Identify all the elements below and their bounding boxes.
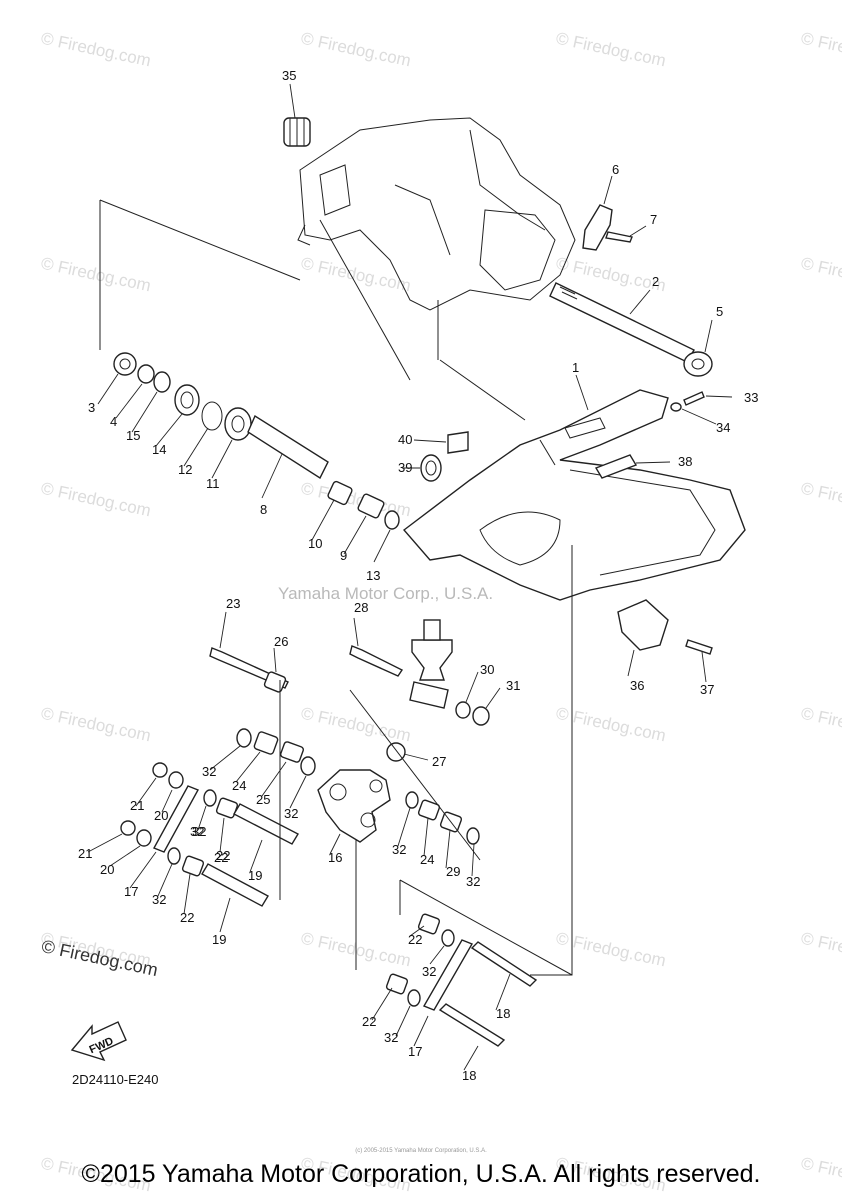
callout-number: 18 — [496, 1006, 510, 1021]
callout-number: 12 — [178, 462, 192, 477]
callout-number: 32 — [190, 824, 204, 839]
leader-lines — [87, 83, 733, 1071]
part-31-nut — [472, 706, 490, 726]
part-30-washer — [455, 701, 471, 719]
callout-number: 20 — [154, 808, 168, 823]
callout-number: 21 — [130, 798, 144, 813]
callout-number: 25 — [256, 792, 270, 807]
callout-number: 32 — [152, 892, 166, 907]
callout-number: 22 — [180, 910, 194, 925]
callout-number: 29 — [446, 864, 460, 879]
callout-number: 17 — [124, 884, 138, 899]
part-38-pad — [594, 454, 638, 479]
linkage-right-parts — [405, 791, 480, 845]
guide-lines — [99, 199, 573, 976]
part-6-bracket — [582, 204, 613, 251]
callout-number: 22 — [214, 850, 228, 865]
callout-number: 18 — [462, 1068, 476, 1083]
frame-outline — [297, 117, 576, 311]
part-33-bolt — [683, 391, 705, 406]
callout-number: 16 — [328, 850, 342, 865]
center-watermark: Yamaha Motor Corp., U.S.A. — [278, 584, 494, 603]
callout-number: 24 — [232, 778, 246, 793]
callout-number: 33 — [744, 390, 758, 405]
part-28-bolt — [349, 645, 404, 677]
callout-number: 37 — [700, 682, 714, 697]
callout-number: 13 — [366, 568, 380, 583]
callout-number: 27 — [432, 754, 446, 769]
callout-number: 26 — [274, 634, 288, 649]
callout-number: 32 — [192, 824, 206, 839]
callout-number: 32 — [392, 842, 406, 857]
callout-number: 7 — [650, 212, 657, 227]
linkage-left-parts — [120, 762, 299, 907]
callout-number: 3 — [88, 400, 95, 415]
callout-number: 36 — [630, 678, 644, 693]
part-40-label — [447, 431, 469, 454]
part-2-pivot-shaft — [549, 282, 695, 363]
callout-number: 39 — [398, 460, 412, 475]
part-7-bolt — [605, 231, 633, 243]
part-1-swingarm — [402, 389, 746, 601]
callout-number: 2 — [652, 274, 659, 289]
callout-number: 10 — [308, 536, 322, 551]
fwd-arrow-icon: FWD — [70, 1021, 127, 1062]
callout-number: 23 — [226, 596, 240, 611]
callout-number: 20 — [100, 862, 114, 877]
callout-number: 19 — [248, 868, 262, 883]
tiny-print: (c) 2005-2015 Yamaha Motor Corporation, … — [355, 1148, 487, 1154]
linkage-upper-parts — [236, 728, 316, 776]
part-37-screw — [685, 639, 713, 655]
callout-labels: 1234567891011121314151617171818191920202… — [78, 68, 758, 1083]
callout-number: 11 — [206, 476, 220, 491]
callout-number: 32 — [466, 874, 480, 889]
callout-number: 38 — [678, 454, 692, 469]
callout-number: 28 — [354, 600, 368, 615]
callout-number: 4 — [110, 414, 117, 429]
callout-number: 32 — [384, 1030, 398, 1045]
callout-number: 9 — [340, 548, 347, 563]
callout-number: 14 — [152, 442, 166, 457]
callout-number: 21 — [78, 846, 92, 861]
callout-number: 32 — [284, 806, 298, 821]
callout-number: 6 — [612, 162, 619, 177]
pivot-left-stack — [113, 352, 252, 441]
callout-number: 8 — [260, 502, 267, 517]
callout-number: 5 — [716, 304, 723, 319]
diagram-code: 2D24110-E240 — [72, 1072, 159, 1087]
part-16-relay-arm — [317, 769, 391, 843]
callout-number: 22 — [408, 932, 422, 947]
callout-number: 17 — [408, 1044, 422, 1059]
callout-number: 32 — [422, 964, 436, 979]
callout-number: 40 — [398, 432, 412, 447]
part-39-seal — [420, 454, 442, 482]
callout-number: 22 — [362, 1014, 376, 1029]
shock-upper — [409, 619, 453, 709]
pivot-right-stack — [327, 480, 400, 530]
callout-number: 32 — [202, 764, 216, 779]
callout-number: 19 — [212, 932, 226, 947]
callout-number: 1 — [572, 360, 579, 375]
callout-number: 30 — [480, 662, 494, 677]
callout-number: 35 — [282, 68, 296, 83]
part-35-nut — [283, 117, 311, 147]
linkage-bottom-parts — [385, 913, 538, 1047]
part-36-cover — [617, 599, 669, 651]
callout-number: 24 — [420, 852, 434, 867]
part-8-collar — [247, 414, 329, 480]
part-5-nut — [683, 351, 713, 377]
callout-number: 34 — [716, 420, 730, 435]
copyright-footer: ©2015 Yamaha Motor Corporation, U.S.A. A… — [81, 1160, 761, 1188]
callout-number: 15 — [126, 428, 140, 443]
callout-number: 31 — [506, 678, 520, 693]
part-34-washer — [670, 402, 682, 412]
callout-number: 22 — [216, 848, 230, 863]
